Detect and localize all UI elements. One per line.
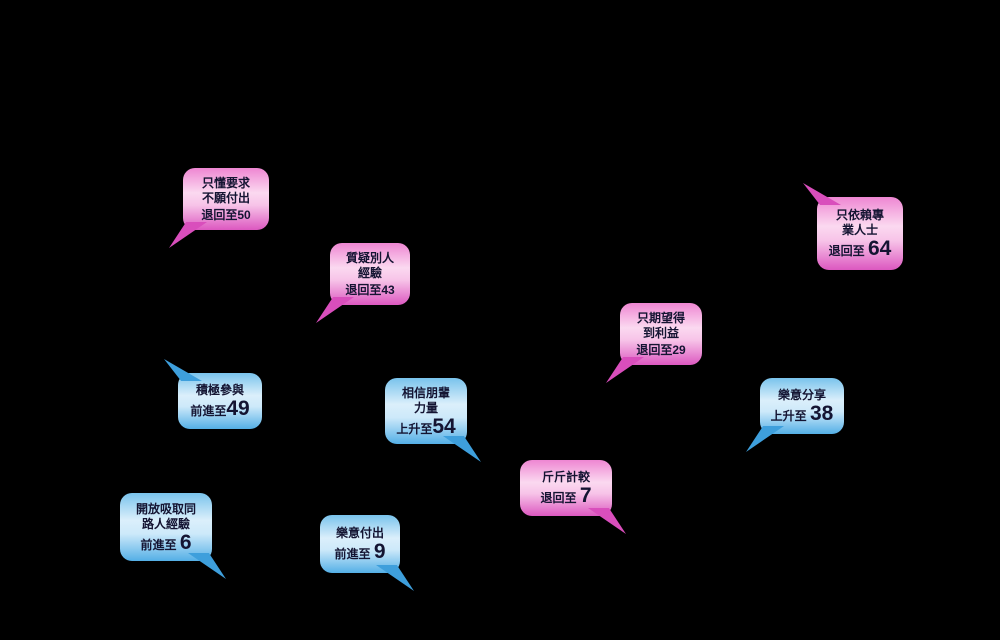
callout-value: 54 — [432, 414, 456, 438]
callout-tail — [188, 553, 226, 579]
callout-value: 9 — [373, 540, 386, 563]
callout-action: 上升至 38 — [770, 402, 834, 425]
callout-text: 到利益 — [642, 325, 679, 340]
callout-action: 前進至 6 — [140, 530, 192, 554]
callout-value: 6 — [179, 530, 192, 554]
callout-text: 樂意付出 — [335, 526, 384, 540]
callout-tail — [169, 222, 207, 248]
callout-value: 50 — [237, 207, 251, 222]
callout-tail — [588, 508, 626, 534]
callout-text: 路人經驗 — [141, 516, 190, 531]
callout-text: 經驗 — [357, 265, 382, 280]
callout-tail — [164, 359, 202, 381]
callout-text: 開放吸取同 — [135, 501, 196, 516]
callout-text: 樂意分享 — [777, 388, 826, 402]
callout-rely-only-on-professionals: 只依賴專 業人士 退回至 64 — [803, 183, 903, 270]
callout-tail — [746, 426, 784, 452]
callout-text: 相信朋輩 — [401, 385, 450, 400]
callout-text: 斤斤計較 — [541, 470, 590, 484]
callout-value: 29 — [672, 342, 686, 357]
callout-action: 退回至 7 — [540, 484, 592, 507]
callout-tail — [606, 357, 644, 383]
callout-text: 不願付出 — [201, 190, 250, 205]
callout-value: 7 — [579, 484, 592, 507]
callout-open-to-peer-experience: 開放吸取同 路人經驗 前進至 6 — [120, 493, 226, 579]
callout-action: 前進至 9 — [334, 540, 386, 563]
callout-text: 只依賴專 — [835, 208, 884, 222]
callout-text: 力量 — [413, 400, 438, 415]
callout-text: 積極參與 — [195, 383, 244, 397]
callout-value: 38 — [809, 402, 834, 425]
callout-value: 43 — [381, 282, 395, 297]
callout-willing-to-share: 樂意分享 上升至 38 — [746, 378, 844, 452]
callout-text: 質疑別人 — [345, 250, 394, 265]
callout-penny-pinching: 斤斤計較 退回至 7 — [520, 460, 626, 534]
callout-tail — [376, 565, 414, 591]
callout-value: 49 — [226, 397, 250, 420]
callout-tail — [316, 297, 354, 323]
callout-tail — [803, 183, 841, 205]
callout-tail — [443, 436, 481, 462]
callout-text: 只懂要求 — [201, 175, 250, 190]
callout-text: 業人士 — [841, 223, 878, 237]
callout-willing-to-give: 樂意付出 前進至 9 — [320, 515, 414, 591]
callout-action: 退回至 64 — [828, 237, 892, 260]
callout-value: 64 — [867, 237, 892, 260]
callout-text: 只期望得 — [636, 310, 685, 325]
